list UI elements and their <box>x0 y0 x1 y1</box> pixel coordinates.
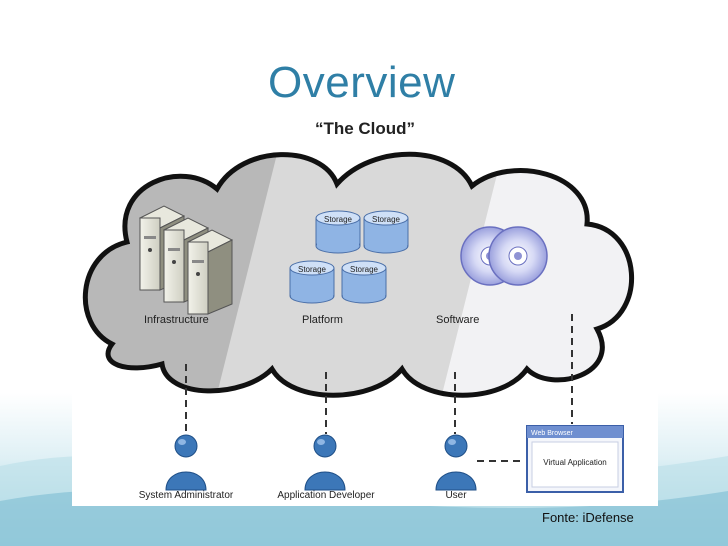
cloud-outline <box>82 151 634 398</box>
storage-label: Storage <box>372 215 401 224</box>
person-icon-system-administrator <box>165 434 207 491</box>
person-icon-user <box>435 434 477 491</box>
section-label-infrastructure: Infrastructure <box>144 314 209 326</box>
section-label-software: Software <box>436 314 479 326</box>
storage-label: Storage <box>350 265 379 274</box>
web-browser-window: Web Browser Virtual Application <box>526 425 624 493</box>
browser-title: Web Browser <box>531 430 574 437</box>
cloud-title: “The Cloud” <box>315 119 415 138</box>
storage-icon-2: Storage <box>363 210 409 254</box>
cloud-diagram: “The Cloud” <box>72 114 658 506</box>
storage-icon-1: Storage <box>315 210 361 254</box>
person-icon-application-developer <box>304 434 346 491</box>
storage-label: Storage <box>298 265 327 274</box>
disc-icon <box>460 226 548 286</box>
section-label-platform: Platform <box>302 314 343 326</box>
person-label-user: User <box>445 490 467 501</box>
storage-icon-4: Storage <box>341 260 387 304</box>
storage-label: Storage <box>324 215 353 224</box>
server-icon <box>138 205 234 315</box>
person-label-application-developer: Application Developer <box>277 490 375 501</box>
cloud-diagram-svg: “The Cloud” <box>82 119 634 501</box>
browser-content: Virtual Application <box>543 458 606 467</box>
slide-title: Overview <box>268 58 456 107</box>
connector-lines <box>185 314 573 462</box>
source-credit: Fonte: iDefense <box>542 510 634 525</box>
person-label-system-administrator: System Administrator <box>139 490 234 501</box>
storage-icon-3: Storage <box>289 260 335 304</box>
